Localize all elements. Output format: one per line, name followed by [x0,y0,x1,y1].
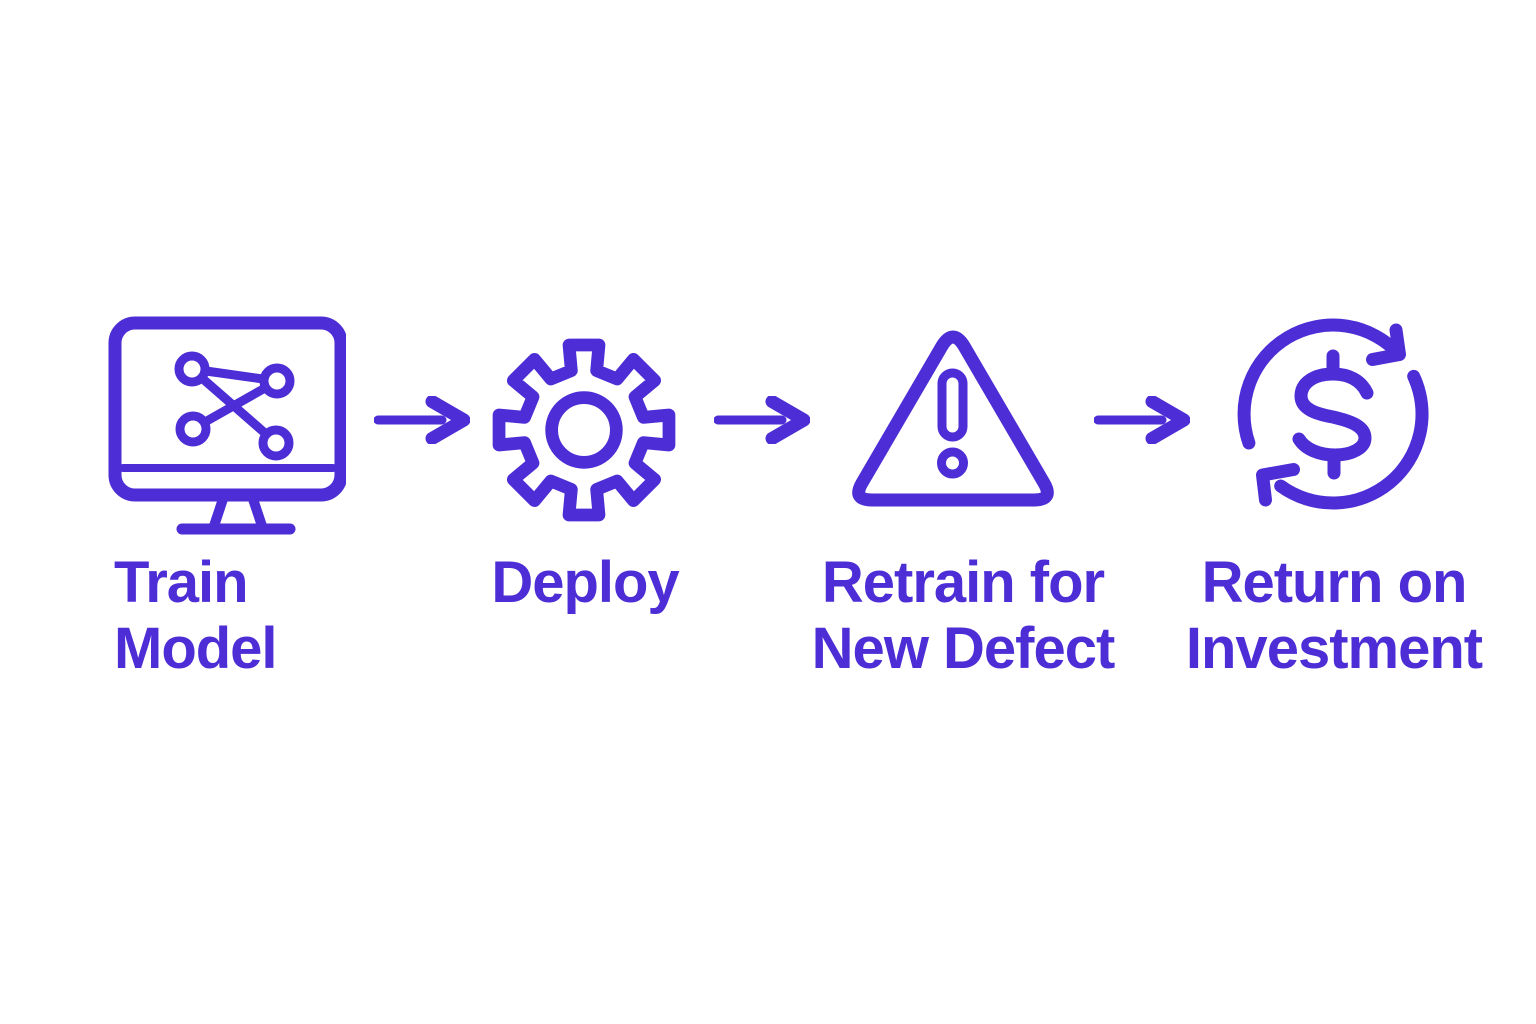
step-label-deploy: Deploy [491,550,679,615]
step-label-retrain-for-new-defect: Retrain for New Defect [811,550,1116,681]
step-label-return-on-investment: Return on Investment [1185,550,1483,681]
monitor-neural-network-icon [108,316,346,535]
warning-triangle-icon [852,330,1054,507]
money-cycle-icon [1237,318,1429,510]
gear-icon [492,338,676,522]
step-label-train-model: Train Model [114,550,278,681]
right-arrow-icon [1094,396,1190,444]
right-arrow-icon [374,396,470,444]
right-arrow-icon [714,396,810,444]
